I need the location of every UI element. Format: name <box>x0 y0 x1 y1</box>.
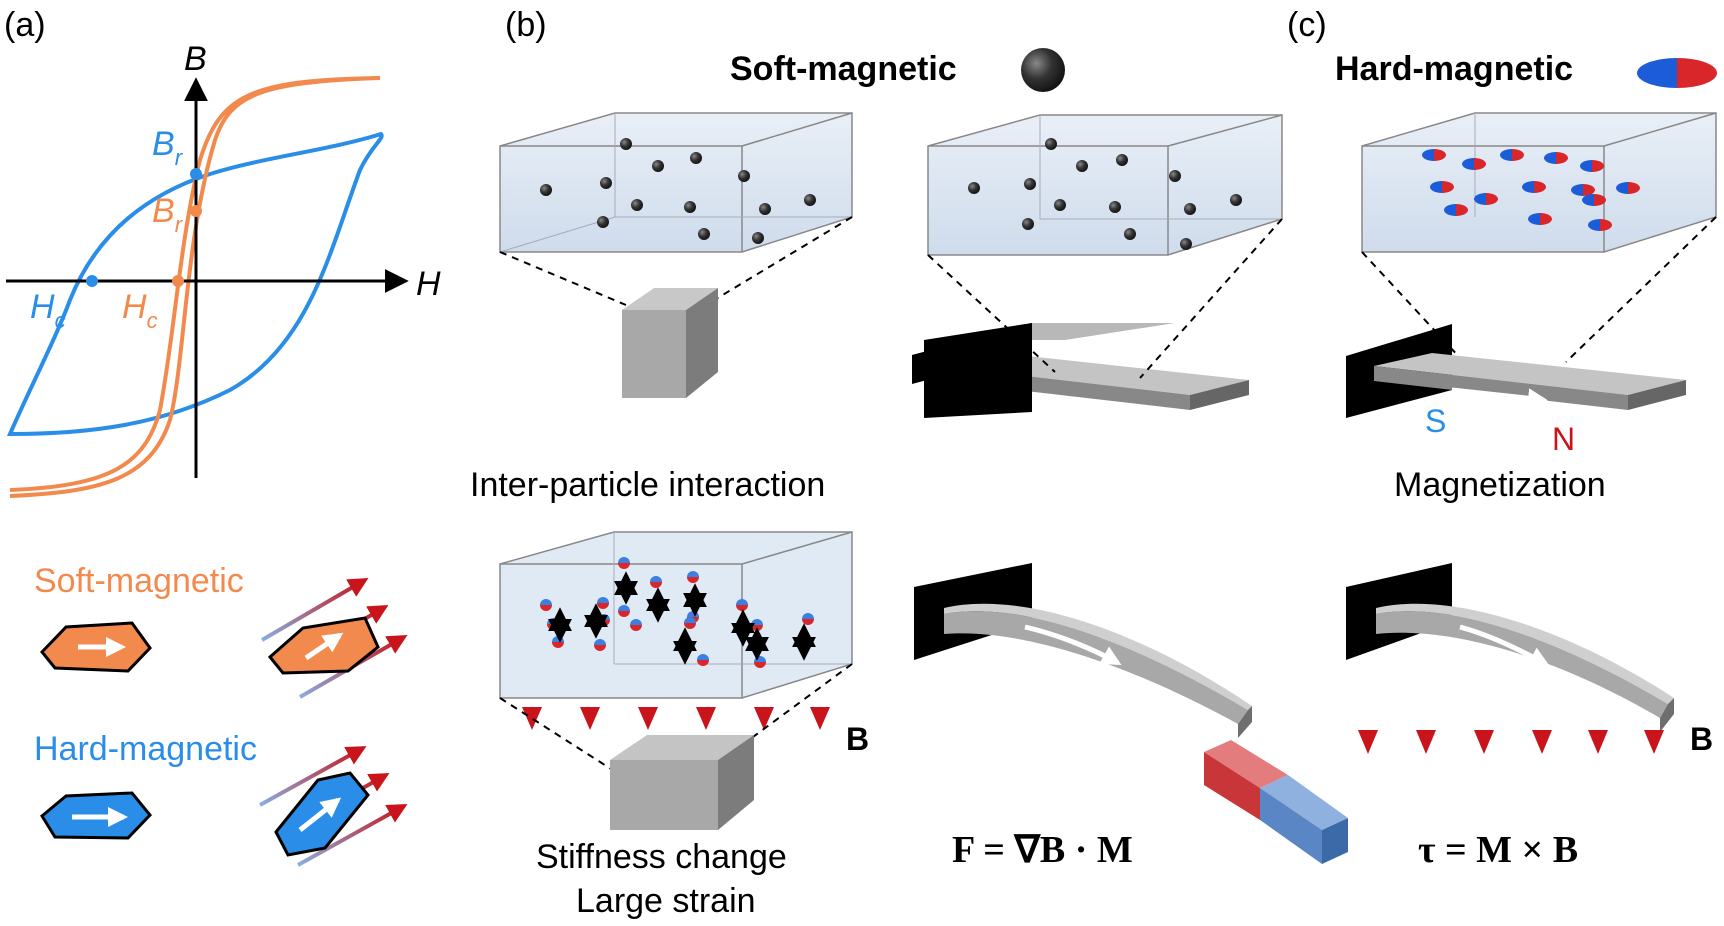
zoom-line <box>705 216 853 306</box>
soft-cube <box>622 288 718 398</box>
br-soft-point <box>190 205 202 217</box>
hard-particles <box>1422 149 1640 231</box>
panel-a-label: (a) <box>4 6 46 44</box>
hard-magnetic-legend-label: Hard-magnetic <box>34 730 257 768</box>
soft-particle-icon <box>1021 48 1065 92</box>
soft-composite-box <box>499 112 853 253</box>
hard-field-label: B <box>1690 721 1713 757</box>
soft-magnetic-legend-label: Soft-magnetic <box>34 562 244 600</box>
hard-composite-box <box>1361 112 1717 253</box>
zoom-line <box>499 251 627 306</box>
hc-soft-point <box>172 275 184 287</box>
zoom-line <box>499 697 623 777</box>
br-hard-label: Br <box>152 125 184 170</box>
soft-field-label: B <box>846 721 869 757</box>
panel-c-label: (c) <box>1287 6 1327 44</box>
soft-red-arrowheads <box>522 707 830 730</box>
hard-torque-equation: τ = M × B <box>1418 829 1578 871</box>
hard-red-arrowheads <box>1358 730 1664 754</box>
magnetization-label: Magnetization <box>1394 466 1606 504</box>
hc-hard-label: Hc <box>30 288 66 333</box>
hc-soft-label: Hc <box>122 288 158 333</box>
hard-magnetic-hysteresis-loop <box>6 131 384 437</box>
soft-aligned-moment-arrow <box>304 632 344 661</box>
stiffness-line2: Large strain <box>576 882 756 920</box>
panel-b: (b) Soft-magnetic <box>470 6 1348 920</box>
hard-aligned-moment-arrow <box>298 797 342 832</box>
soft-cantilever-setup <box>912 323 1249 418</box>
soft-bent-cantilever <box>914 563 1348 864</box>
br-soft-label: Br <box>152 192 184 237</box>
magnetization-arrow <box>1451 387 1548 409</box>
compressed-block <box>610 735 754 830</box>
zoom-line <box>1565 216 1717 363</box>
hard-cantilever-setup <box>1346 324 1686 418</box>
panel-b-label: (b) <box>505 6 547 44</box>
soft-particles <box>540 138 816 244</box>
hc-hard-point <box>86 275 98 287</box>
south-pole-label: S <box>1425 403 1446 439</box>
panel-a: (a) B H Br Br Hc Hc Soft-magnetic Hard-m… <box>4 6 441 867</box>
br-hard-point <box>190 168 202 180</box>
soft-interaction-box <box>499 531 853 699</box>
soft-particles-2 <box>968 138 1242 250</box>
zoom-line <box>1139 218 1283 379</box>
hard-particle-icon <box>1637 58 1717 88</box>
interaction-arrows <box>548 571 816 665</box>
b-axis-label: B <box>184 40 207 78</box>
hard-magnetic-title: Hard-magnetic <box>1335 50 1573 88</box>
zoom-line <box>927 254 1056 373</box>
h-axis-label: H <box>416 265 441 303</box>
soft-composite-box-2 <box>927 114 1283 256</box>
hard-bent-cantilever <box>1346 563 1674 732</box>
north-pole-label: N <box>1552 421 1575 457</box>
panel-c: (c) Hard-magnetic <box>1287 6 1717 871</box>
soft-magnetic-title: Soft-magnetic <box>730 50 957 88</box>
stiffness-line1: Stiffness change <box>536 838 787 876</box>
inter-particle-label: Inter-particle interaction <box>470 466 825 504</box>
soft-force-equation: F = ∇B · M <box>952 829 1133 871</box>
